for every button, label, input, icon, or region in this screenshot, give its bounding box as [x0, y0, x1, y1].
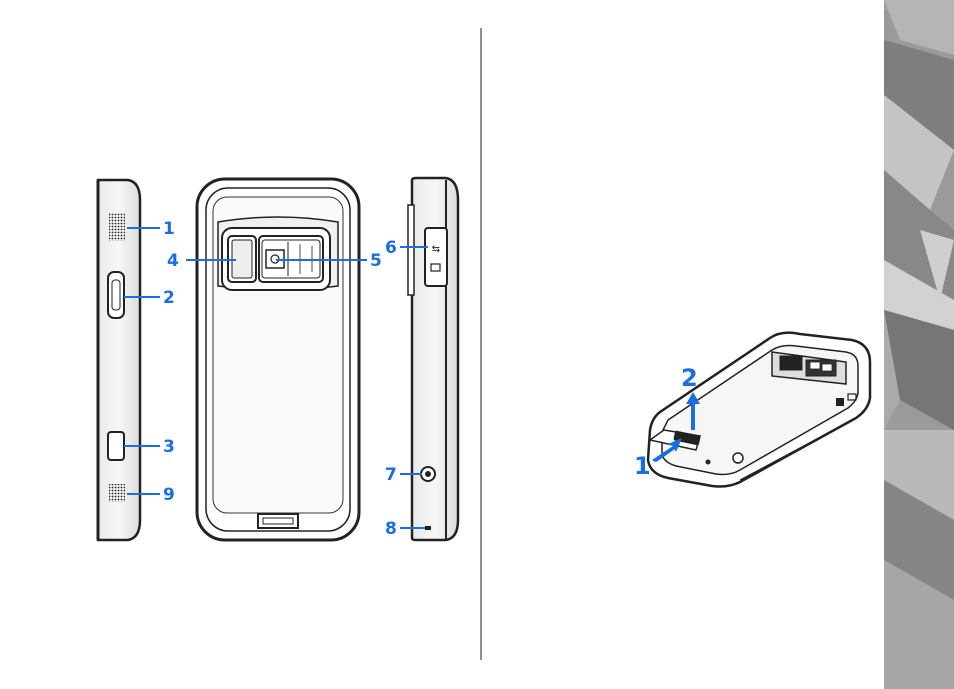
- callout-label-7: 7: [385, 465, 397, 485]
- phone-left-side-view: [98, 180, 140, 540]
- phone-back-view: [197, 179, 359, 540]
- callout-label-1: 1: [163, 219, 175, 239]
- step-label-1: 1: [634, 452, 651, 480]
- back-cover-removal-illustration: [648, 333, 870, 487]
- callout-label-9: 9: [163, 485, 175, 505]
- connector-cover[interactable]: [425, 228, 447, 286]
- step-label-2: 2: [681, 364, 698, 392]
- callout-label-8: 8: [385, 519, 397, 539]
- speaker-grille-bottom: [109, 484, 125, 502]
- callout-label-6: 6: [385, 238, 397, 258]
- strap-hole: [425, 526, 431, 530]
- volume-zoom-key[interactable]: [108, 272, 124, 318]
- camera-module-small: [780, 356, 802, 370]
- callout-label-2: 2: [163, 288, 175, 308]
- callout-label-5: 5: [370, 251, 382, 271]
- usb-icon: ⇆: [432, 244, 440, 255]
- phone-right-side-view: ⇆: [408, 178, 458, 540]
- speaker-grille-top: [109, 213, 125, 241]
- lock-key[interactable]: [108, 432, 124, 460]
- decorative-sidebar: [884, 0, 954, 689]
- callout-label-4: 4: [167, 251, 179, 271]
- callout-label-3: 3: [163, 437, 175, 457]
